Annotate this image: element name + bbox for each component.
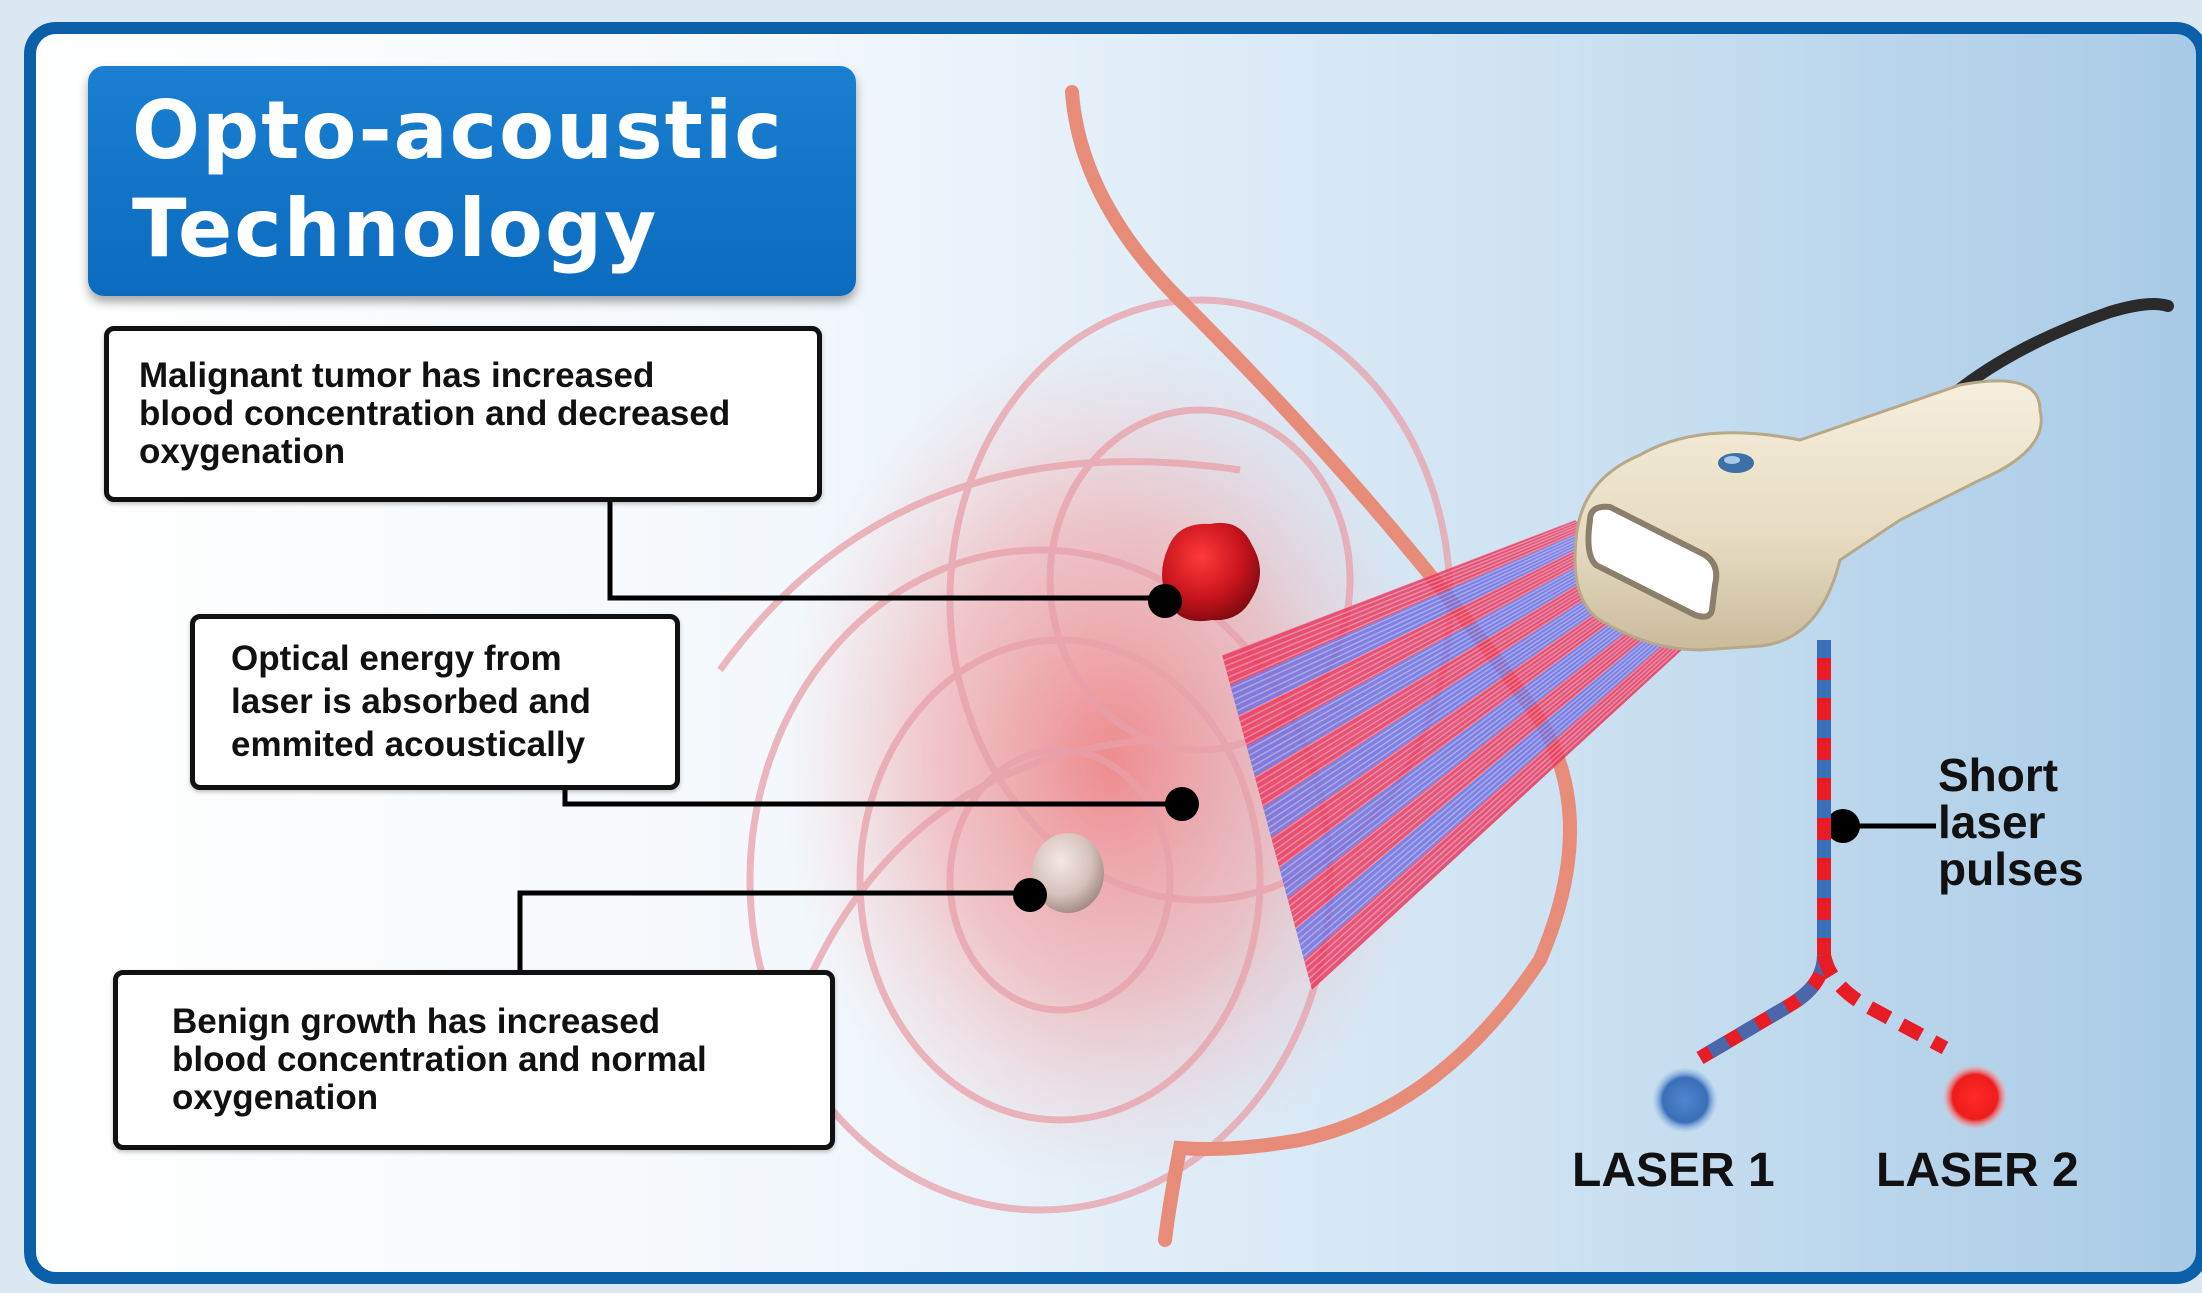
pulses-line-1: Short bbox=[1938, 752, 2084, 799]
callout-malignant-line-2: blood concentration and decreased bbox=[139, 395, 730, 433]
laser-2-dot bbox=[1943, 1065, 2007, 1129]
callout-malignant-tumor: Malignant tumor has increased blood conc… bbox=[104, 326, 822, 502]
page-title: Opto-acoustic Technology bbox=[132, 82, 784, 278]
laser-2-label: LASER 2 bbox=[1876, 1143, 2079, 1198]
title-panel: Opto-acoustic Technology bbox=[88, 66, 856, 296]
callout-benign-growth: Benign growth has increased blood concen… bbox=[113, 970, 835, 1150]
pulses-line-3: pulses bbox=[1938, 846, 2084, 893]
callout-optical-energy: Optical energy from laser is absorbed an… bbox=[190, 614, 680, 790]
pulses-line-2: laser bbox=[1938, 799, 2084, 846]
callout-optical-line-2: laser is absorbed and bbox=[231, 680, 591, 723]
title-line-1: Opto-acoustic bbox=[132, 82, 784, 180]
callout-malignant-line-3: oxygenation bbox=[139, 433, 730, 471]
callout-malignant-line-1: Malignant tumor has increased bbox=[139, 357, 730, 395]
laser-1-dot bbox=[1653, 1068, 1717, 1132]
callout-optical-line-3: emmited acoustically bbox=[231, 723, 591, 766]
title-line-2: Technology bbox=[132, 180, 784, 278]
laser-1-label: LASER 1 bbox=[1572, 1143, 1775, 1198]
callout-optical-line-1: Optical energy from bbox=[231, 637, 591, 680]
callout-benign-line-1: Benign growth has increased bbox=[172, 1003, 707, 1041]
short-laser-pulses-label: Short laser pulses bbox=[1938, 752, 2084, 893]
callout-benign-line-3: oxygenation bbox=[172, 1079, 707, 1117]
callout-benign-line-2: blood concentration and normal bbox=[172, 1041, 707, 1079]
